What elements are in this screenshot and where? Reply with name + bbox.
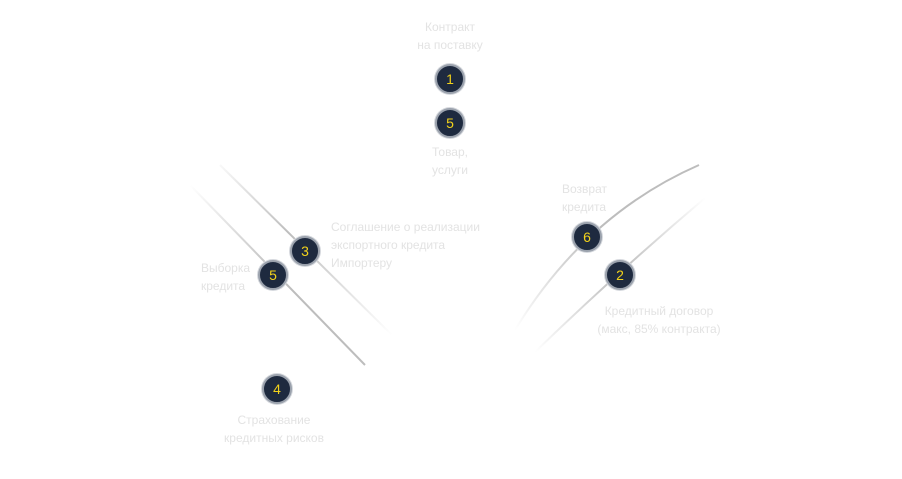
label-repayment: Возврат кредита [562,182,607,214]
step-node-credit-agreement[interactable]: 2 [605,260,635,290]
label-agreement: Соглашение о реализации экспортного кред… [331,220,480,270]
step-node-drawdown[interactable]: 5 [258,260,288,290]
label-credit-agreement: Кредитный договор (макс, 85% контракта) [597,304,721,336]
step-node-goods[interactable]: 5 [435,108,465,138]
label-insurance: Страхование кредитных рисков [224,413,324,445]
step-node-insurance[interactable]: 4 [262,374,292,404]
label-contract: Контракт на поставку [417,20,483,52]
step-node-contract[interactable]: 1 [435,64,465,94]
label-goods: Товар, услуги [432,145,468,177]
label-drawdown: Выборка кредита [201,261,251,293]
step-node-agreement[interactable]: 3 [290,236,320,266]
step-node-repayment[interactable]: 6 [572,222,602,252]
